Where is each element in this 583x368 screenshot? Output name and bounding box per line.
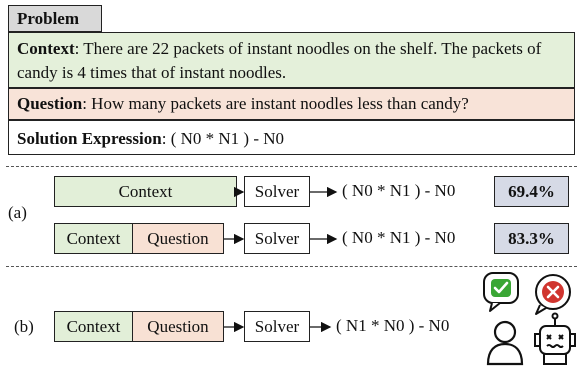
a2-question-box: Question (132, 223, 224, 254)
robot-icon (534, 312, 576, 365)
problem-tag: Problem (8, 5, 102, 32)
person-icon (486, 320, 524, 366)
question-box: Question: How many packets are instant n… (8, 88, 575, 120)
solution-label: Solution Expression (17, 129, 162, 148)
context-text: : There are 22 packets of instant noodle… (17, 39, 542, 82)
a1-context-box: Context (54, 176, 237, 207)
b-question-box: Question (132, 311, 224, 342)
check-bubble-icon (483, 272, 519, 312)
solution-text: : ( N0 * N1 ) - N0 (161, 129, 285, 148)
a1-score: 69.4% (494, 176, 569, 207)
a2-context-box: Context (54, 223, 133, 254)
context-label: Context (17, 39, 75, 58)
panel-a-label: (a) (8, 203, 27, 222)
b-solver-box: Solver (244, 311, 310, 342)
divider-bottom (6, 266, 577, 267)
human-robot-icons (483, 272, 576, 366)
question-text: : How many packets are instant noodles l… (82, 94, 469, 113)
a2-solver-box: Solver (244, 223, 310, 254)
cross-bubble-icon (535, 274, 571, 315)
solution-box: Solution Expression: ( N0 * N1 ) - N0 (8, 120, 575, 155)
a1-solver-box: Solver (244, 176, 310, 207)
question-label: Question (17, 94, 83, 113)
a2-score: 83.3% (494, 223, 569, 254)
divider-top (6, 166, 577, 167)
b-output-expression: ( N1 * N0 ) - N0 (336, 316, 450, 335)
context-box: Context: There are 22 packets of instant… (8, 32, 575, 88)
panel-b-label: (b) (14, 317, 34, 336)
a1-output-expression: ( N0 * N1 ) - N0 (342, 181, 456, 200)
a2-output-expression: ( N0 * N1 ) - N0 (342, 228, 456, 247)
